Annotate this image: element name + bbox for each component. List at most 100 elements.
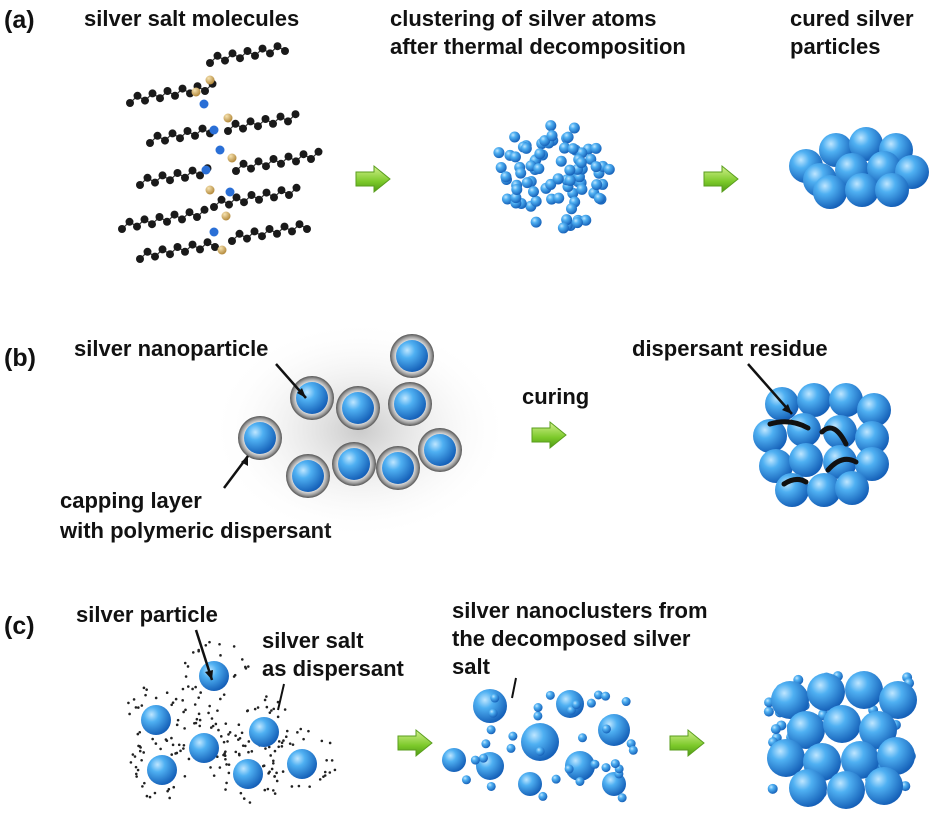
carbon-atom <box>246 117 255 126</box>
label-nanoclusters-line1: silver nanoclusters from <box>452 598 708 623</box>
silver-nanocluster <box>601 691 611 701</box>
pointer-dispersant-residue-head <box>782 404 792 414</box>
silver-nanocluster <box>533 711 543 721</box>
salt-dot <box>141 785 144 788</box>
silver-atom <box>510 192 522 204</box>
salt-dot <box>191 651 195 654</box>
cured-particle <box>813 175 847 209</box>
salt-dot <box>281 770 285 773</box>
carbon-atom <box>266 49 274 58</box>
carbon-atom <box>136 255 144 263</box>
carbon-atom <box>273 229 281 238</box>
silver-nanocluster <box>577 733 587 743</box>
salt-dot <box>198 724 202 728</box>
cured-particle <box>807 473 841 507</box>
silver-atom <box>530 216 542 228</box>
carbon-atom <box>224 127 232 135</box>
silver-atom <box>593 192 605 204</box>
salt-dot <box>204 643 208 647</box>
silver-atom <box>566 203 578 215</box>
salt-dot <box>140 758 143 762</box>
carbon-atom <box>235 229 244 238</box>
salt-dot <box>135 775 138 778</box>
salt-dot <box>136 768 140 772</box>
carbon-atom <box>295 220 304 229</box>
silver-atom <box>567 143 579 155</box>
salt-dot <box>174 697 178 701</box>
silver-nanocluster <box>564 764 574 774</box>
silver-particle <box>147 755 177 785</box>
carbon-atom <box>277 186 286 195</box>
label-cured-line2: particles <box>790 34 881 59</box>
salt-dot <box>207 711 210 715</box>
salt-dot <box>280 745 284 748</box>
salt-dot <box>193 703 197 706</box>
salt-dot <box>216 755 219 759</box>
salt-dot <box>284 735 288 739</box>
salt-dot <box>282 739 285 742</box>
salt-dot <box>297 784 301 788</box>
carbon-atom <box>231 119 240 128</box>
cured-particle <box>835 471 869 505</box>
salt-gold-atom <box>217 245 227 255</box>
salt-dot <box>165 691 169 695</box>
salt-dot <box>214 722 218 726</box>
salt-dot <box>291 743 295 746</box>
carbon-atom <box>273 42 282 51</box>
salt-dot <box>290 785 294 788</box>
dispersant-residue-mark <box>819 425 849 447</box>
cured-particles-with-residue <box>753 383 891 507</box>
silver-atom <box>559 142 571 154</box>
silver-atom <box>576 183 588 195</box>
panel-a: (a) silver salt molecules clustering of … <box>4 6 929 263</box>
silver-atom <box>500 171 512 183</box>
salt-dot <box>307 729 310 733</box>
silver-nanocluster <box>508 731 518 741</box>
carbon-atom <box>188 166 197 175</box>
carbon-atom <box>170 210 179 219</box>
salt-dot <box>227 763 231 766</box>
silver-atom <box>552 173 564 185</box>
sintered-particle <box>787 711 825 749</box>
silver-particle <box>521 723 559 761</box>
pointer-nanoclusters <box>511 677 517 699</box>
cured-particle <box>753 419 787 453</box>
nanoparticle-core <box>382 452 414 484</box>
carbon-atom <box>168 129 177 138</box>
salt-dot <box>176 718 180 722</box>
salt-dot <box>210 717 214 720</box>
cured-silver-particles <box>789 127 929 209</box>
carbon-atom <box>269 119 277 128</box>
cured-particle <box>789 443 823 477</box>
panel-c-letter: (c) <box>4 612 35 640</box>
label-cured-line1: cured silver <box>790 6 914 31</box>
salt-dot <box>143 781 146 785</box>
salt-dot <box>276 715 280 719</box>
sintered-particle <box>877 737 915 775</box>
salt-dot <box>170 753 174 756</box>
carbon-atom <box>247 191 256 199</box>
pointer-capping-layer-head <box>241 456 248 466</box>
salt-dot <box>129 761 133 764</box>
silver-atom <box>562 131 574 143</box>
carbon-atom <box>307 155 315 163</box>
carbon-atom <box>181 173 189 182</box>
carbon-atom <box>239 124 247 133</box>
salt-dot <box>302 737 305 741</box>
salt-dot <box>288 742 292 745</box>
carbon-atom <box>250 227 259 236</box>
silver-particle <box>189 733 219 763</box>
salt-dot <box>182 710 185 714</box>
silver-atom <box>564 164 576 176</box>
silver-nanocluster <box>486 781 496 791</box>
carbon-atom <box>191 131 199 140</box>
salt-dot <box>242 797 246 800</box>
silver-nanocluster <box>478 753 488 763</box>
sintered-silver-film <box>763 671 917 809</box>
carbon-atom <box>247 164 255 173</box>
salt-dot <box>265 705 269 709</box>
silver-particle <box>141 705 171 735</box>
carbon-atom <box>276 112 285 121</box>
salt-dot <box>183 727 186 730</box>
salt-dot <box>244 665 247 669</box>
